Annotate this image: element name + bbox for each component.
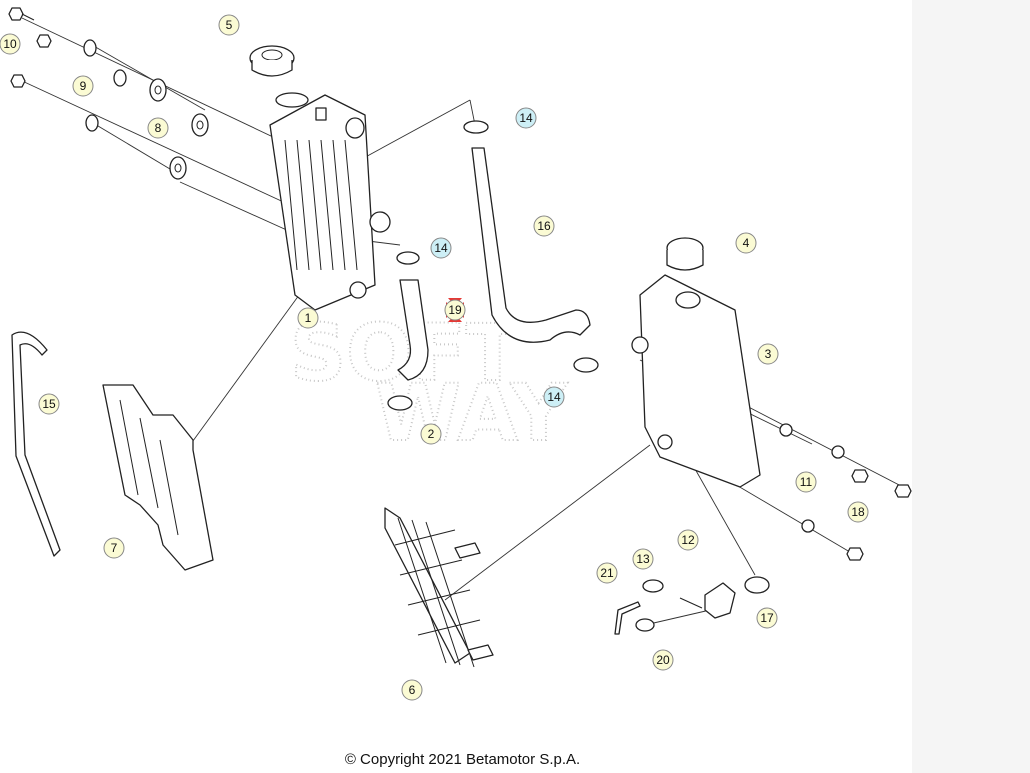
svg-text:18: 18 — [851, 505, 865, 519]
washer-11-b — [831, 445, 845, 459]
watermark-line-1: SOFT — [290, 309, 519, 399]
radiator-cap-5 — [249, 45, 295, 77]
drain-valve-12 — [704, 582, 736, 619]
svg-text:19: 19 — [448, 303, 462, 317]
hose-15 — [11, 331, 61, 557]
callout-4[interactable]: 4 — [735, 232, 757, 254]
svg-text:14: 14 — [547, 390, 561, 404]
callout-2[interactable]: 2 — [420, 423, 442, 445]
svg-text:16: 16 — [537, 219, 551, 233]
svg-text:14: 14 — [434, 241, 448, 255]
clamp-14-top — [463, 120, 489, 134]
svg-text:13: 13 — [636, 552, 650, 566]
svg-text:11: 11 — [800, 475, 813, 489]
callout-12[interactable]: 12 — [677, 529, 699, 551]
callout-5[interactable]: 5 — [218, 14, 240, 36]
washer-11-a — [779, 423, 793, 437]
callouts: 10 9 8 5 14 16 14 4 19 1 3 14 15 2 11 18… — [0, 14, 869, 701]
callout-18[interactable]: 18 — [847, 501, 869, 523]
radiator-1 — [269, 92, 391, 311]
bolt-10-mid — [36, 34, 52, 48]
svg-text:9: 9 — [80, 79, 87, 93]
washer-9-b — [113, 69, 127, 87]
callout-14-a[interactable]: 14 — [515, 107, 537, 129]
svg-text:10: 10 — [3, 37, 17, 51]
bolt-10-low — [10, 74, 26, 88]
svg-text:20: 20 — [656, 653, 670, 667]
callout-7[interactable]: 7 — [103, 537, 125, 559]
svg-text:4: 4 — [743, 236, 750, 250]
hose-16 — [471, 147, 591, 343]
callout-9-a[interactable]: 9 — [72, 75, 94, 97]
grommet-8-b — [191, 113, 209, 137]
svg-text:3: 3 — [765, 347, 772, 361]
callout-21[interactable]: 21 — [596, 562, 618, 584]
callout-15[interactable]: 15 — [38, 393, 60, 415]
copyright-notice: © Copyright 2021 Betamotor S.p.A. — [344, 751, 581, 768]
bolt-10-top — [8, 7, 35, 21]
expansion-tank-3 — [631, 274, 761, 488]
svg-text:8: 8 — [155, 121, 162, 135]
washer-11-c — [801, 519, 815, 533]
washer-9-a — [83, 39, 97, 57]
svg-text:11: 11 — [800, 475, 813, 489]
svg-text:12: 12 — [681, 533, 695, 547]
callout-8-a[interactable]: 8 — [147, 117, 169, 139]
bolt-18-b — [894, 484, 912, 498]
svg-text:21: 21 — [600, 566, 614, 580]
svg-text:5: 5 — [226, 18, 233, 32]
expansion-tank-cap-4 — [666, 237, 704, 271]
callout-13[interactable]: 13 — [632, 548, 654, 570]
radiator-shroud-7 — [102, 384, 214, 571]
svg-text:15: 15 — [42, 397, 56, 411]
callout-14-c[interactable]: 14 — [543, 386, 565, 408]
panel-gutter — [912, 0, 1030, 773]
callout-6[interactable]: 6 — [401, 679, 423, 701]
callout-17[interactable]: 17 — [756, 607, 778, 629]
callout-16[interactable]: 16 — [533, 215, 555, 237]
washer-9-c — [85, 114, 99, 132]
bolt-18-c — [846, 547, 864, 561]
grommet-8-a — [149, 78, 167, 102]
bolt-18-a — [851, 469, 869, 483]
radiator-grille-6 — [384, 507, 494, 668]
callout-11[interactable]: 11 — [795, 471, 817, 493]
clamp-17 — [744, 576, 770, 594]
svg-text:7: 7 — [111, 541, 118, 555]
svg-text:14: 14 — [519, 111, 533, 125]
callout-3[interactable]: 3 — [757, 343, 779, 365]
watermark: SOFT WAY — [289, 308, 569, 460]
callout-20[interactable]: 20 — [652, 649, 674, 671]
breather-hose-21 — [614, 601, 641, 635]
callout-14-b[interactable]: 14 — [430, 237, 452, 259]
svg-text:17: 17 — [760, 611, 774, 625]
clamp-2 — [387, 395, 413, 411]
svg-text:9: 9 — [80, 79, 87, 93]
o-ring-13 — [642, 579, 664, 593]
svg-text:6: 6 — [409, 683, 416, 697]
callout-1[interactable]: 1 — [297, 307, 319, 329]
watermark-line-2: WAY — [375, 369, 568, 459]
callout-19[interactable]: 19 — [444, 299, 466, 321]
clip-20 — [635, 618, 655, 632]
svg-text:18: 18 — [851, 505, 865, 519]
callout-10-a[interactable]: 10 — [0, 33, 21, 55]
grommet-8-c — [169, 156, 187, 180]
hose-19 — [397, 279, 429, 381]
svg-text:1: 1 — [305, 311, 312, 325]
clamp-14-mid — [396, 251, 420, 265]
svg-text:2: 2 — [428, 427, 435, 441]
clamp-14-low — [573, 357, 599, 373]
parts — [8, 7, 912, 668]
svg-text:8: 8 — [155, 121, 162, 135]
svg-text:10: 10 — [3, 37, 17, 51]
